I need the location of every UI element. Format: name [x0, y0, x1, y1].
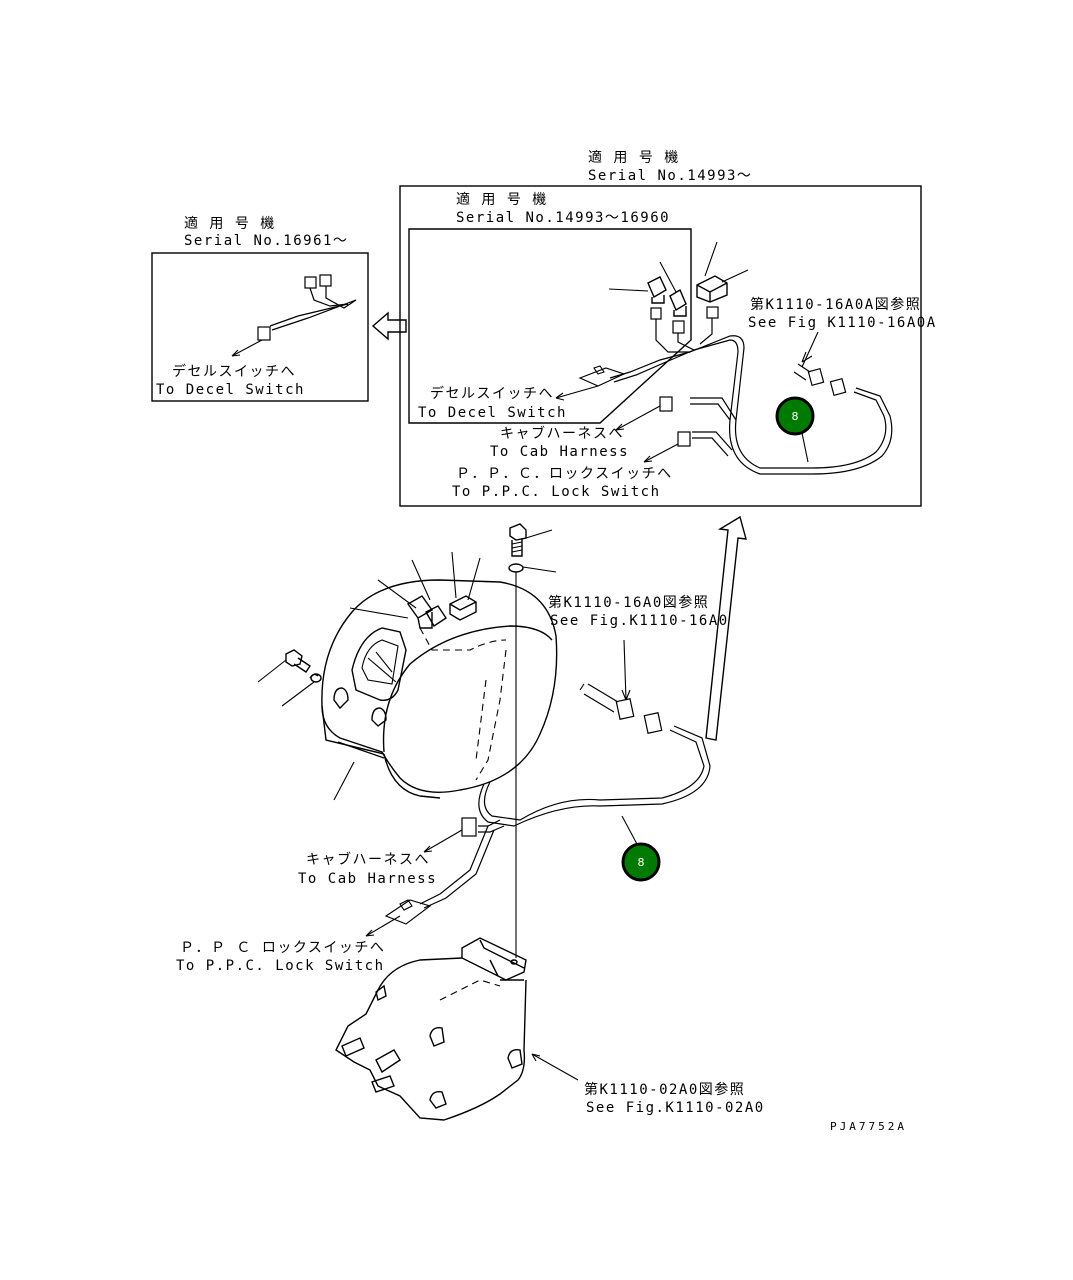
inset-main-applicable-label: 適 用 号 機	[588, 149, 680, 166]
inset-main-ppc-en: To P.P.C. Lock Switch	[452, 484, 661, 500]
mounting-bracket	[335, 937, 579, 1121]
upward-arrow	[705, 515, 747, 741]
connector	[304, 276, 317, 289]
inset-main-cab-jp: キャブハーネスへ	[500, 425, 624, 442]
inset-left: 適 用 号 機 Serial No.16961～ デセルスイッチへ To Dec…	[151, 215, 369, 402]
inset-main-cab-en: To Cab Harness	[490, 444, 629, 460]
inset-left-decel-jp: デセルスイッチへ	[172, 363, 296, 380]
callout-label: 8	[638, 856, 645, 869]
inset-main-serial-label: Serial No.14993～	[588, 168, 752, 184]
inset-inner-applicable-label: 適 用 号 機	[456, 191, 548, 208]
inset-inner-switches	[578, 241, 749, 387]
main-harness	[365, 639, 711, 937]
inset-inner-frame	[408, 228, 692, 424]
inset-inner-serial-label: Serial No.14993～16960	[456, 210, 670, 226]
drawing-code: PJA7752A	[830, 1120, 907, 1133]
connector	[319, 274, 332, 287]
main-ppc-jp: Ｐ．Ｐ Ｃ ロックスイッチへ	[180, 940, 385, 956]
inset-main-ppc-jp: Ｐ．Ｐ．Ｃ．ロックスイッチへ	[456, 466, 673, 482]
inset-main-decel-jp: デセルスイッチへ	[430, 385, 554, 402]
main-cab-en: To Cab Harness	[298, 871, 437, 887]
main-ref1-en: See Fig.K1110-16A0	[550, 613, 729, 629]
callout-label: 8	[792, 410, 799, 423]
callout-circle	[621, 842, 661, 882]
inset-main-harness	[615, 331, 893, 475]
inset-left-harness	[231, 274, 357, 357]
callout-8-inset: 8	[775, 396, 815, 463]
callout-circle	[775, 396, 815, 436]
inset-main-frame	[399, 185, 922, 507]
inset-left-decel-en: To Decel Switch	[156, 382, 305, 398]
inset-left-serial-label: Serial No.16961～	[184, 233, 348, 249]
connector	[257, 326, 271, 341]
main-ref2-jp: 第K1110-02A0図参照	[584, 1081, 745, 1098]
inset-main-ref-jp: 第K1110-16A0A図参照	[750, 296, 921, 313]
main-ref2-en: See Fig.K1110-02A0	[586, 1100, 765, 1116]
inset-left-frame	[151, 252, 369, 402]
inset-main: 適 用 号 機 Serial No.14993～ 適 用 号 機 Serial …	[399, 149, 937, 507]
callout-8-main: 8	[621, 815, 661, 882]
inset-main-decel-en: To Decel Switch	[418, 405, 567, 421]
main-ppc-en: To P.P.C. Lock Switch	[176, 958, 385, 974]
main-ref1-jp: 第K1110-16A0図参照	[548, 594, 709, 611]
inset-main-ref-en: See Fig K1110-16A0A	[748, 315, 937, 331]
inset-left-applicable-label: 適 用 号 機	[184, 215, 276, 232]
main-cab-jp: キャブハーネスへ	[306, 851, 430, 868]
hollow-left-arrow	[371, 311, 407, 341]
console-assembly	[257, 523, 558, 958]
